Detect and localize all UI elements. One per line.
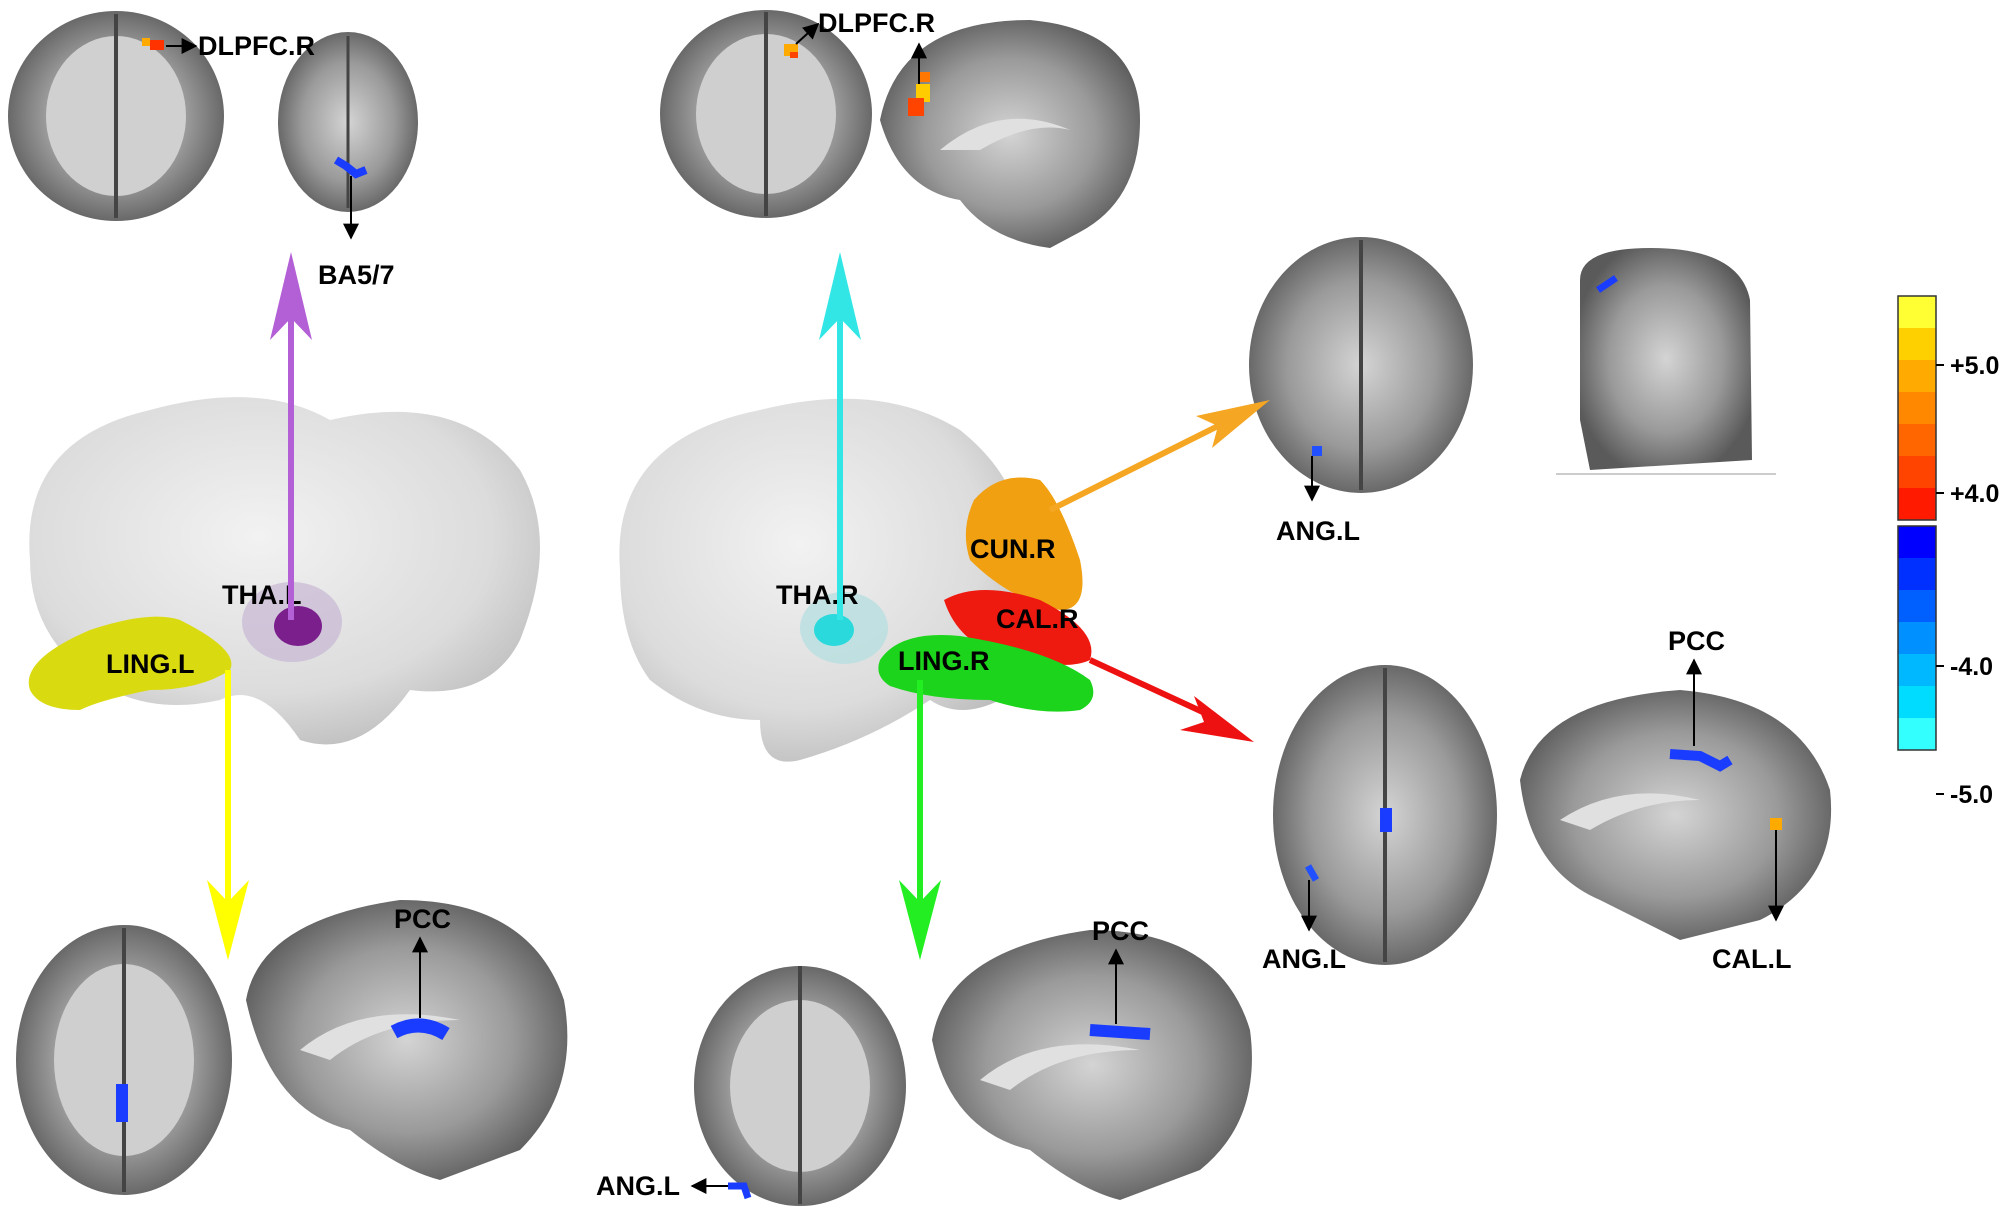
label-ang-l-2: ANG.L: [1262, 944, 1346, 974]
slice-axial-top-left: [8, 11, 224, 221]
label-cun-r: CUN.R: [970, 534, 1056, 564]
arrow-head-ling-l: [207, 880, 249, 960]
colorbar-negative-segment: [1898, 558, 1936, 590]
arrow-cun-r: [1048, 417, 1232, 513]
slice-axial-bottom-middle: [694, 966, 906, 1206]
slice-sagittal-right-bottom: [1520, 690, 1832, 940]
colorbar-positive-segment: [1898, 424, 1936, 456]
slice-sagittal-bottom-middle: [932, 930, 1252, 1200]
colorbar-negative-segment: [1898, 590, 1936, 622]
label-ba57: BA5/7: [318, 260, 395, 290]
slice-axial-top-middle: [660, 10, 872, 218]
arrow-head-ling-r: [899, 880, 941, 960]
brain3d-middle: [619, 398, 1094, 762]
arrow-head-cal-r: [1180, 696, 1254, 742]
slice-axial-bottom-left: [16, 925, 232, 1195]
slice-coronal-right-top: [1556, 248, 1776, 475]
roi-tha-l: [274, 606, 322, 646]
label-cal-l: CAL.L: [1712, 944, 1791, 974]
label-dlpfc-r-1: DLPFC.R: [198, 31, 315, 61]
brain3d-left: [28, 397, 541, 745]
colorbar-positive-segment: [1898, 488, 1936, 520]
colorbar-positive-segment: [1898, 328, 1936, 360]
colorbar-tick-label: +4.0: [1950, 480, 1999, 508]
colorbar-tick-label: +5.0: [1950, 352, 1999, 380]
colorbar-tick-label: -5.0: [1950, 781, 1993, 809]
slice-coronal-top-left: [278, 32, 418, 212]
roi-tha-r: [814, 614, 854, 646]
label-ling-l: LING.L: [106, 649, 195, 679]
label-tha-r: THA.R: [776, 580, 859, 610]
label-ling-r: LING.R: [898, 646, 990, 676]
colorbar-negative-frame: [1897, 525, 1937, 751]
colorbar-positive-frame: [1897, 295, 1937, 521]
colorbar-tick-label: -4.0: [1950, 653, 1993, 681]
label-pcc-3: PCC: [1092, 916, 1149, 946]
colorbar-positive-segment: [1898, 360, 1936, 392]
arrow-head-tha-l: [270, 252, 312, 340]
arrow-head-tha-r: [819, 252, 861, 340]
arrow-head-cun-r: [1196, 400, 1270, 448]
colorbar-positive-segment: [1898, 392, 1936, 424]
label-cal-r: CAL.R: [996, 604, 1079, 634]
colorbar-negative-segment: [1898, 526, 1936, 558]
colorbar-positive-segment: [1898, 456, 1936, 488]
colorbar-negative-segment: [1898, 718, 1936, 750]
label-pcc-1: PCC: [1668, 626, 1725, 656]
label-dlpfc-r-2: DLPFC.R: [818, 8, 935, 38]
colorbar-negative-segment: [1898, 622, 1936, 654]
roi-ling-l: [28, 616, 232, 710]
label-pcc-2: PCC: [394, 904, 451, 934]
label-ang-l-1: ANG.L: [1276, 516, 1360, 546]
slice-sagittal-top-middle: [880, 20, 1140, 248]
slice-axial-right-top: [1249, 237, 1473, 493]
colorbar-negative-segment: [1898, 654, 1936, 686]
arrow-cal-r: [1088, 657, 1222, 723]
label-ang-l-3: ANG.L: [596, 1171, 680, 1201]
colorbar-positive-segment: [1898, 296, 1936, 328]
colorbar-negative-segment: [1898, 686, 1936, 718]
colorbar: +5.0 +4.0 -4.0 -5.0: [1897, 295, 1999, 809]
slice-axial-right-bottom: [1273, 665, 1497, 965]
roi-ling-r: [878, 635, 1094, 712]
pointer-dlpfc-2: [795, 22, 820, 45]
slice-sagittal-bottom-left: [246, 900, 568, 1180]
